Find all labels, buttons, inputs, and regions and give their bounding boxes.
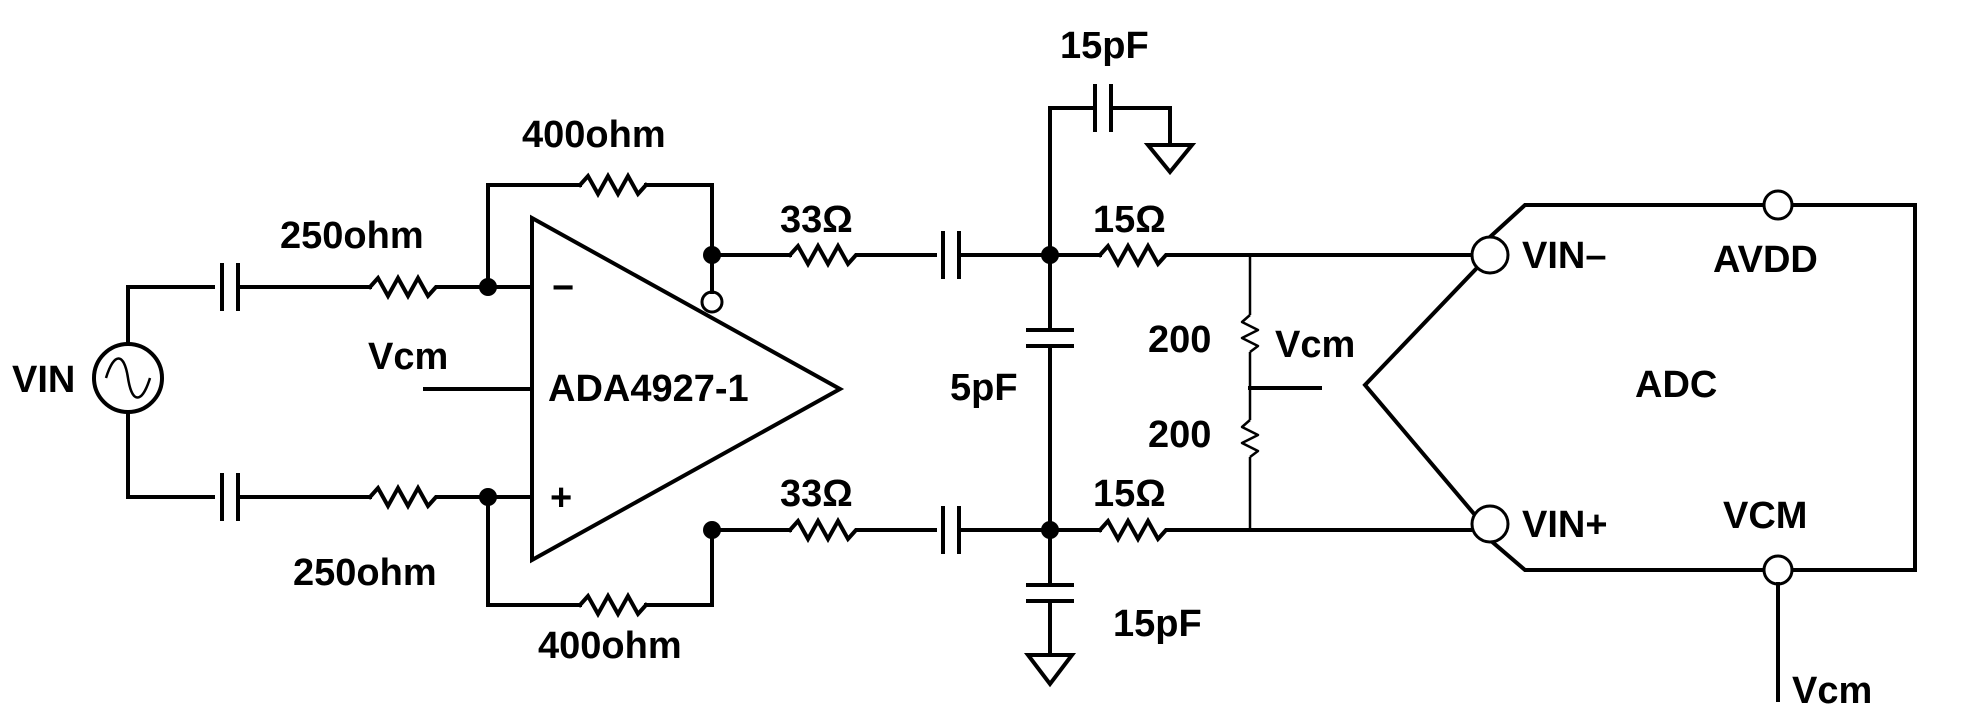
adc-vcm-pin — [1762, 554, 1794, 586]
series-cap-top — [941, 231, 1052, 279]
label-200-top: 200 — [1148, 319, 1211, 361]
resistor-250ohm-top — [367, 273, 490, 301]
label-amp-minus: − — [552, 267, 574, 309]
label-adc-avdd: AVDD — [1713, 239, 1818, 281]
ground-symbol-top — [1143, 143, 1197, 176]
resistor-250ohm-bottom — [367, 483, 490, 511]
ground-symbol-bottom — [1023, 653, 1077, 688]
inverted-output-bubble — [700, 290, 724, 314]
label-adc-vin-plus: VIN+ — [1522, 504, 1608, 546]
cap-15pf-bottom-gnd — [1023, 528, 1077, 688]
label-250ohm-top: 250ohm — [280, 215, 424, 257]
input-cap-top — [220, 263, 372, 311]
cap-5pf — [1026, 253, 1074, 532]
label-33-top: 33Ω — [780, 199, 853, 241]
label-amp-name: ADA4927-1 — [548, 368, 749, 410]
input-cap-bottom — [220, 473, 372, 521]
feedback-bottom — [486, 495, 714, 619]
label-5pf: 5pF — [950, 367, 1018, 409]
label-vin-source: VIN — [12, 359, 75, 401]
label-amp-vcm: Vcm — [368, 336, 448, 378]
label-adc-vcm-out: Vcm — [1792, 670, 1872, 712]
adc-block — [1362, 189, 1917, 702]
divider-resistors — [1240, 255, 1322, 530]
label-33-bottom: 33Ω — [780, 473, 853, 515]
resistor-15-top — [1048, 241, 1252, 269]
resistor-15-bottom — [1048, 516, 1252, 544]
label-400ohm-bottom: 400ohm — [538, 625, 682, 667]
label-200-bottom: 200 — [1148, 414, 1211, 456]
label-15pf-bottom: 15pF — [1113, 603, 1202, 645]
label-adc-vin-minus: VIN– — [1522, 235, 1606, 277]
adc-avdd-pin — [1762, 189, 1794, 221]
label-15-bottom: 15Ω — [1093, 473, 1166, 515]
label-400ohm-top: 400ohm — [522, 114, 666, 156]
label-15pf-top: 15pF — [1060, 25, 1149, 67]
adc-vin-plus-pin — [1470, 504, 1510, 544]
vin-source — [92, 285, 215, 499]
label-divider-vcm: Vcm — [1275, 324, 1355, 366]
label-adc-vcm: VCM — [1723, 495, 1807, 537]
series-cap-bottom — [941, 506, 1052, 554]
feedback-top — [486, 171, 714, 289]
resistor-33-top — [710, 241, 937, 269]
label-15-top: 15Ω — [1093, 199, 1166, 241]
label-adc: ADC — [1635, 364, 1717, 406]
resistor-33-bottom — [710, 516, 937, 544]
label-250ohm-bottom: 250ohm — [293, 552, 437, 594]
opamp-ada4927 — [423, 214, 845, 564]
adc-vin-minus-pin — [1470, 235, 1510, 275]
label-amp-plus: + — [550, 477, 572, 519]
cap-15pf-top-gnd — [1048, 84, 1197, 257]
